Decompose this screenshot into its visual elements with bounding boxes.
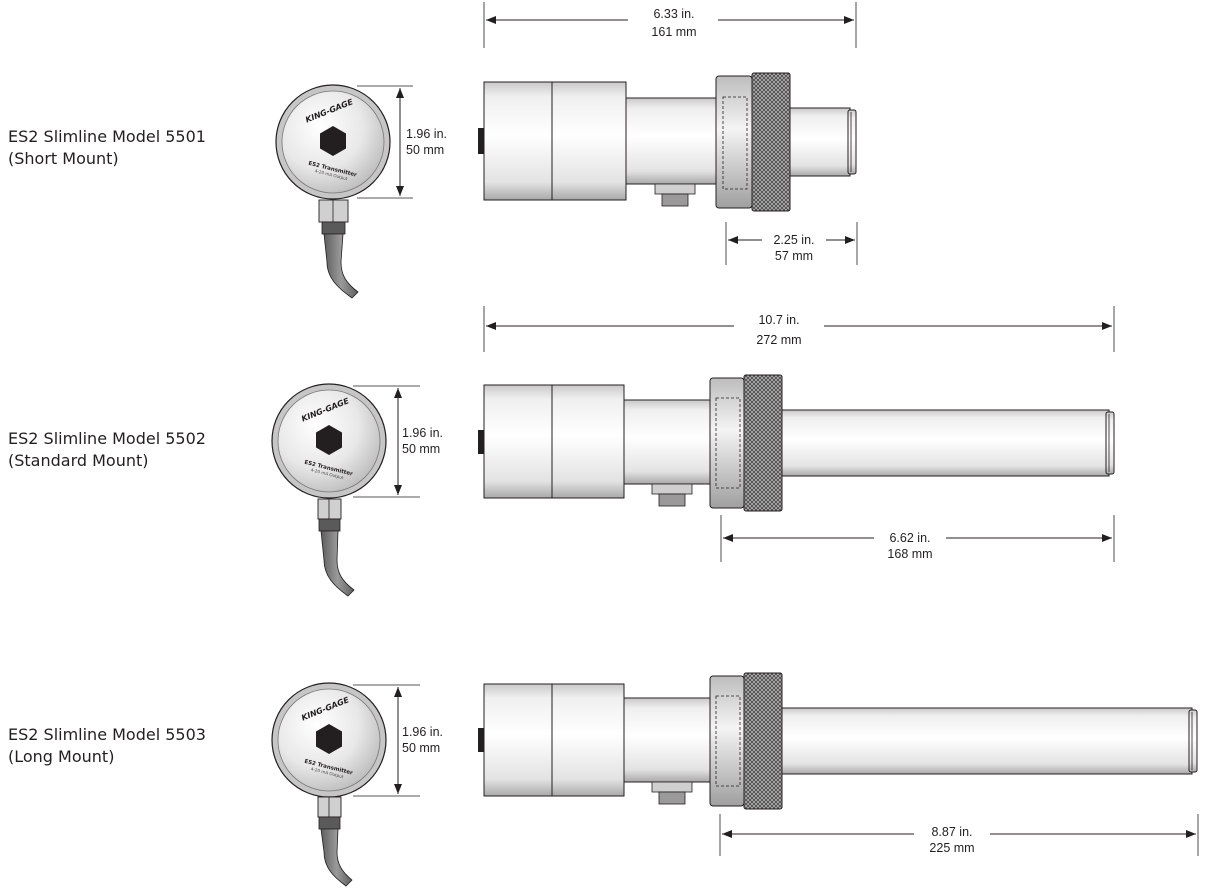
overall-dim-mm: 272 mm	[756, 333, 801, 347]
gauge-front-view: KING-GAGE ES2 Transmitter 4-20 mA Output…	[271, 682, 469, 887]
transmitter-side-view	[478, 374, 1115, 512]
overall-dim-mm: 161 mm	[651, 25, 696, 39]
hex-nut-icon	[316, 425, 342, 455]
hex-nut-icon	[316, 724, 342, 754]
model-5502-title: ES2 Slimline Model 5502	[8, 429, 206, 448]
transmitter-side-view	[478, 672, 1198, 810]
probe-dim-in: 6.62 in.	[889, 531, 930, 545]
connector-nut	[317, 498, 342, 520]
knurled-ring	[751, 72, 791, 212]
knurled-ring	[743, 374, 783, 512]
model-5502-subtitle: (Standard Mount)	[8, 451, 149, 470]
model-5501-title: ES2 Slimline Model 5501	[8, 127, 206, 146]
connector-nut	[318, 199, 349, 223]
model-5502: ES2 Slimline Model 5502 (Standard Mount)…	[8, 306, 1115, 597]
probe-dim-mm: 225 mm	[929, 841, 974, 855]
model-5503-subtitle: (Long Mount)	[8, 747, 114, 766]
model-5501: ES2 Slimline Model 5501 (Short Mount) KI…	[8, 2, 858, 299]
face-dim-mm: 50 mm	[406, 143, 444, 157]
hex-nut-icon	[320, 126, 346, 156]
gauge-front-view: KING-GAGE ES2 Transmitter 4-20 mA Output…	[275, 84, 472, 299]
gauge-front-view: KING-GAGE ES2 Transmitter 4-20 mA Output…	[271, 383, 469, 597]
face-dim-mm: 50 mm	[402, 741, 440, 755]
probe-dim-in: 2.25 in.	[773, 233, 814, 247]
overall-dim-in: 6.33 in.	[653, 7, 694, 21]
connector-nut	[317, 796, 342, 818]
probe-dim-in: 8.87 in.	[931, 825, 972, 839]
probe-dim-mm: 168 mm	[887, 547, 932, 561]
knurled-ring	[743, 672, 783, 810]
face-dim-in: 1.96 in.	[402, 426, 443, 440]
model-5501-subtitle: (Short Mount)	[8, 149, 119, 168]
face-dim-in: 1.96 in.	[406, 127, 447, 141]
model-5503-title: ES2 Slimline Model 5503	[8, 725, 206, 744]
cable	[320, 530, 355, 597]
probe-dim-mm: 57 mm	[775, 249, 813, 263]
transmitter-side-view	[478, 72, 857, 212]
overall-dim-in: 10.7 in.	[758, 313, 799, 327]
face-dim-mm: 50 mm	[402, 442, 440, 456]
cable	[320, 828, 353, 887]
face-dim-in: 1.96 in.	[402, 725, 443, 739]
model-5503: ES2 Slimline Model 5503 (Long Mount) KIN…	[8, 672, 1199, 887]
cable	[323, 233, 359, 299]
